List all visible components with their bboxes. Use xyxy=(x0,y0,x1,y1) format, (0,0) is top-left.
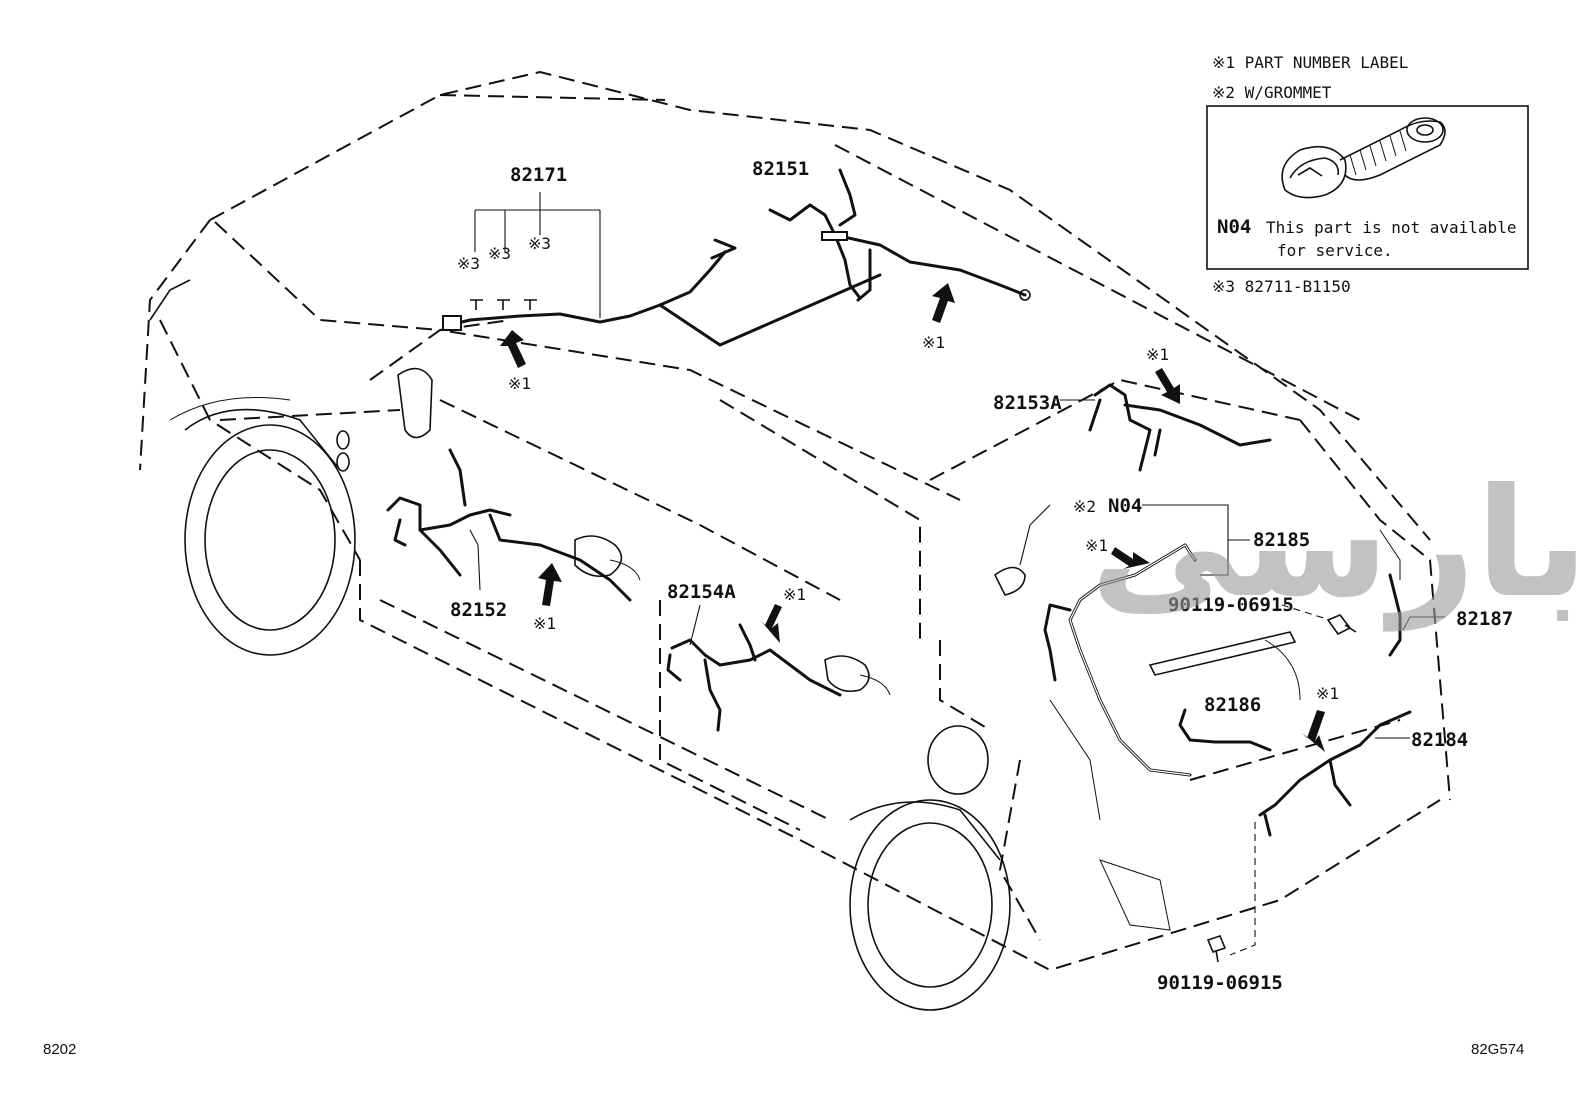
ref-mark1-82152: ※1 xyxy=(533,614,556,633)
footer-left-code: 8202 xyxy=(43,1041,76,1058)
ref-mark3-c: ※3 xyxy=(528,234,551,253)
grommet-box xyxy=(1206,105,1529,270)
ref-mark1-82171: ※1 xyxy=(508,374,531,393)
ref-mark3-a: ※3 xyxy=(457,254,480,273)
harness-82171 xyxy=(442,238,882,347)
ref-mark1-82185: ※1 xyxy=(1085,536,1108,555)
legend-note-1: ※1 PART NUMBER LABEL xyxy=(1212,53,1408,72)
ref-mark3-b: ※3 xyxy=(488,244,511,263)
label-82186: 82186 xyxy=(1204,694,1261,716)
front-details xyxy=(149,279,433,472)
vehicle-body-outline xyxy=(139,70,1451,972)
label-82171: 82171 xyxy=(510,164,567,186)
harness-82186 xyxy=(1178,708,1272,752)
rear-details xyxy=(927,529,1401,931)
legend-note-3: ※3 82711-B1150 xyxy=(1212,277,1351,296)
harness-82187 xyxy=(1388,573,1402,657)
label-N04: N04 xyxy=(1108,495,1142,517)
label-82154A: 82154A xyxy=(667,581,736,603)
ref-mark1-82153A: ※1 xyxy=(1146,345,1169,364)
label-82151: 82151 xyxy=(752,158,809,180)
box-text-line1: This part is not available xyxy=(1266,218,1516,237)
bolt-90119-06915-upper xyxy=(1326,614,1357,636)
harness-82151 xyxy=(768,168,1031,302)
label-82184: 82184 xyxy=(1411,729,1468,751)
legend: ※1 PART NUMBER LABEL ※2 W/GROMMET N04 Th… xyxy=(1206,53,1529,296)
box-text-line2: for service. xyxy=(1277,241,1393,260)
rear-wheel xyxy=(849,799,1011,1011)
label-82185: 82185 xyxy=(1253,529,1310,551)
part-labels: 82171 ※3 ※3 ※3 ※1 82151 ※1 82153A ※1 821… xyxy=(450,158,1513,994)
label-82187: 82187 xyxy=(1456,608,1513,630)
ref-mark1-82184: ※1 xyxy=(1316,684,1339,703)
front-wheel xyxy=(184,408,356,656)
harness-82154A xyxy=(666,623,891,732)
leader-lines xyxy=(469,192,1445,956)
label-90119-lower: 90119-06915 xyxy=(1157,972,1283,994)
footer-right-code: 82G574 xyxy=(1471,1041,1524,1058)
label-arrows xyxy=(500,283,1325,752)
grommet-icon xyxy=(1281,117,1446,199)
harness-82184 xyxy=(1258,710,1412,837)
label-90119-upper: 90119-06915 xyxy=(1168,594,1294,616)
watermark: ﺑﺎﺭﺳﻰ xyxy=(1090,457,1588,632)
ref-mark2: ※2 xyxy=(1073,497,1096,516)
harness-82185 xyxy=(993,543,1197,777)
label-82153A: 82153A xyxy=(993,392,1062,414)
bolt-90119-06915-lower xyxy=(1206,935,1227,963)
legend-note-2: ※2 W/GROMMET xyxy=(1212,83,1332,102)
ref-mark1-82151: ※1 xyxy=(922,333,945,352)
harness-82152 xyxy=(386,448,641,602)
ref-mark1-82154A: ※1 xyxy=(783,585,806,604)
box-code: N04 xyxy=(1217,216,1251,238)
harness-82153A xyxy=(1088,383,1272,472)
label-82152: 82152 xyxy=(450,599,507,621)
